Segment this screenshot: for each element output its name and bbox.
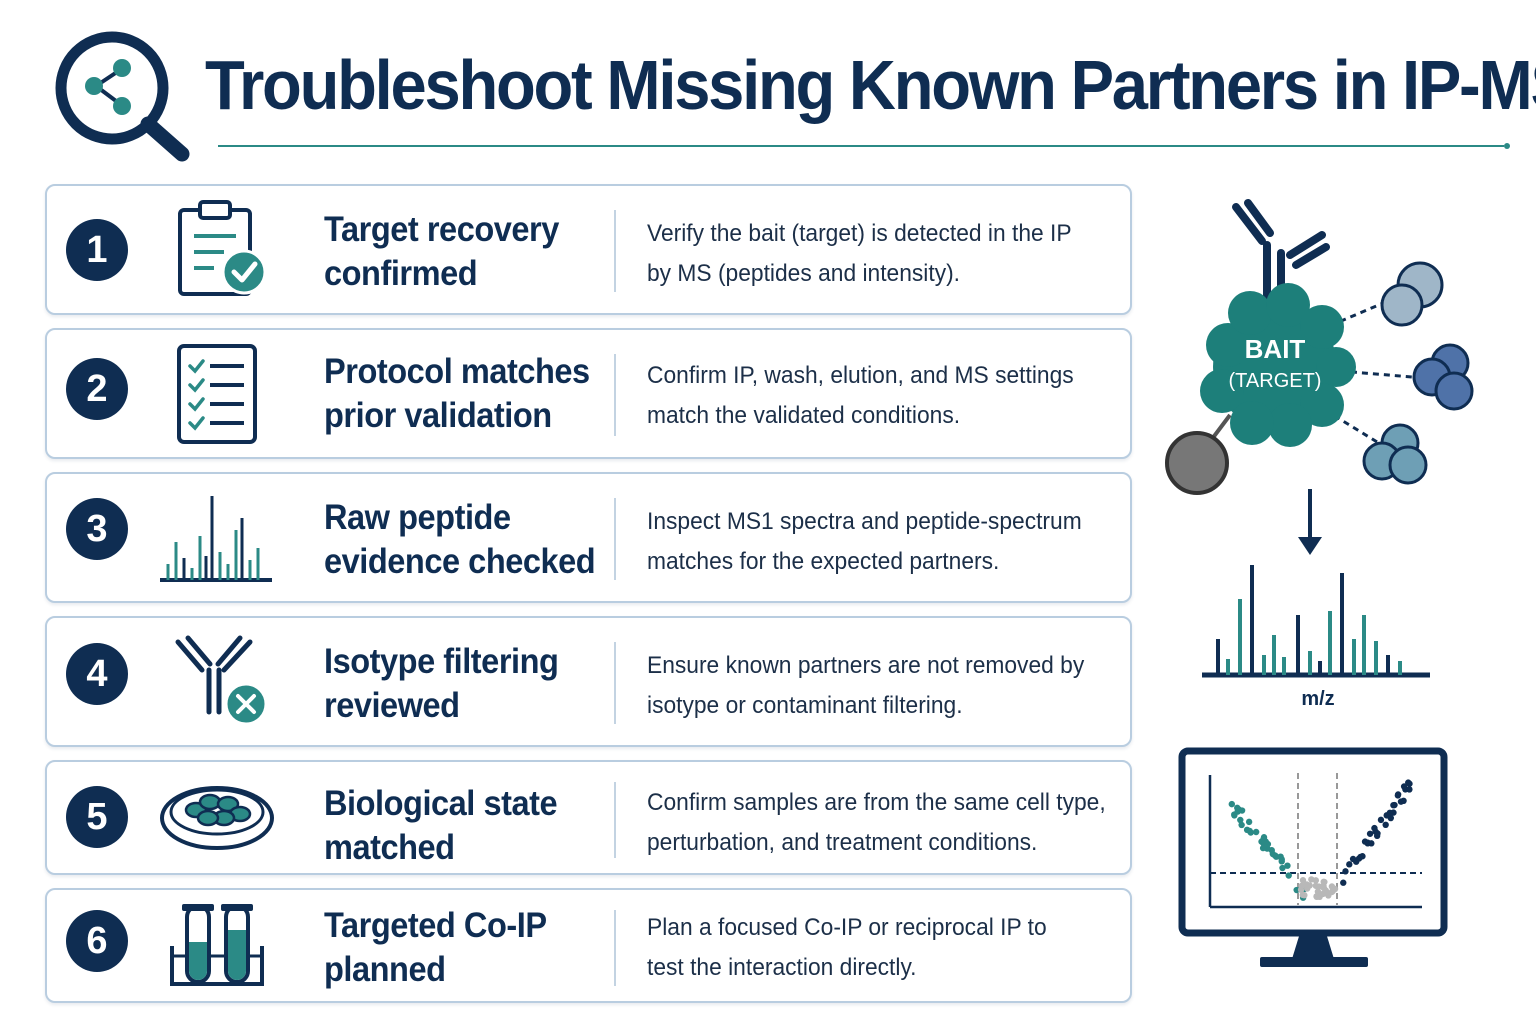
step-number-badge: 5 [66, 786, 128, 848]
volcano-dot [1340, 879, 1347, 886]
volcano-dot [1349, 855, 1357, 863]
antibody-icon [1232, 199, 1330, 301]
volcano-dot [1260, 839, 1268, 847]
partner-protein-blue [1412, 343, 1474, 411]
step-title-5: Biological state matched [324, 784, 558, 867]
volcano-dot [1246, 827, 1253, 835]
volcano-dots [1228, 779, 1413, 901]
volcano-dot [1374, 830, 1381, 837]
step-number-badge: 4 [66, 643, 128, 705]
volcano-dot [1314, 883, 1322, 891]
bait-protein-blob [1200, 283, 1356, 447]
volcano-dot [1231, 812, 1238, 819]
volcano-dot [1308, 876, 1315, 883]
step-description-4: Ensure known partners are not removed by… [647, 652, 1085, 719]
volcano-dot [1228, 800, 1236, 808]
step-divider [614, 354, 616, 436]
volcano-dot [1279, 864, 1286, 872]
volcano-dot [1237, 816, 1244, 824]
partner-protein-grey [1165, 431, 1229, 495]
bait-sublabel: (TARGET) [1229, 370, 1322, 392]
volcano-dot [1328, 888, 1335, 896]
bait-label: BAIT [1245, 334, 1306, 364]
step-title-6: Targeted Co-IP planned [324, 906, 547, 989]
volcano-dot [1259, 844, 1267, 852]
clipboard-check-icon [178, 200, 267, 296]
volcano-dot [1260, 834, 1268, 841]
ms-spectrum: m/z [1202, 565, 1430, 705]
volcano-dot [1273, 853, 1280, 860]
step-number-badge: 2 [66, 358, 128, 420]
step-description-6: Plan a focused Co-IP or reciprocal IP to… [647, 914, 1047, 981]
volcano-dot [1382, 821, 1389, 829]
step-number-badge: 1 [66, 219, 128, 281]
page-title: Troubleshoot Missing Known Partners in I… [205, 46, 1536, 124]
volcano-dot [1313, 893, 1321, 901]
step-divider [614, 642, 616, 724]
step-card-5: 5 Biological state matched Confirm sampl… [45, 760, 1132, 875]
spectrum-axis-label: m/z [1301, 688, 1334, 705]
volcano-dot [1278, 858, 1285, 865]
volcano-dot [1299, 877, 1307, 884]
volcano-dot [1390, 801, 1397, 809]
volcano-dot [1284, 862, 1291, 869]
volcano-dot [1321, 878, 1328, 886]
arrow-down-icon [1298, 489, 1322, 555]
volcano-dot [1342, 868, 1349, 875]
step-title-4: Isotype filtering reviewed [324, 642, 559, 725]
volcano-dot [1346, 861, 1353, 868]
volcano-dot [1366, 830, 1374, 837]
volcano-dot [1298, 882, 1306, 889]
step-card-2: 2 Protocol matches prior validation Conf… [45, 328, 1132, 459]
volcano-dot [1387, 814, 1394, 822]
volcano-dot [1397, 798, 1405, 805]
volcano-dot [1361, 838, 1369, 845]
volcano-dot [1238, 821, 1245, 829]
volcano-dot [1268, 847, 1275, 854]
volcano-dot [1245, 818, 1253, 826]
petri-dish-cells-icon [160, 786, 274, 850]
step-description-2: Confirm IP, wash, elution, and MS settin… [647, 362, 1074, 429]
step-divider [614, 910, 616, 986]
volcano-dot [1252, 828, 1260, 836]
checklist-icon [177, 344, 257, 444]
volcano-dot [1304, 885, 1311, 892]
step-card-6: 6 Targeted Co-IP planned Plan a focused … [45, 888, 1132, 1003]
volcano-dot [1314, 888, 1322, 895]
volcano-dot [1359, 853, 1366, 860]
volcano-dot [1285, 872, 1292, 879]
volcano-dot [1405, 779, 1412, 786]
title-underline [218, 143, 1510, 149]
step-title-1: Target recovery confirmed [324, 210, 559, 293]
step-number-badge: 3 [66, 498, 128, 560]
test-tubes-icon [170, 904, 264, 986]
step-card-3: 3 Raw peptide evidence checked Inspect M… [45, 472, 1132, 603]
volcano-dot [1377, 816, 1385, 824]
step-card-4: 4 Isotype filtering reviewed Ensure know… [45, 616, 1132, 747]
volcano-dot [1394, 791, 1402, 798]
step-card-1: 1 Target recovery confirmed Verify the b… [45, 184, 1132, 315]
step-divider [614, 498, 616, 580]
bait-complex-illustration: BAIT (TARGET) [1165, 199, 1474, 705]
step-divider [614, 782, 616, 858]
volcano-dot [1301, 891, 1308, 899]
volcano-dot [1235, 806, 1243, 813]
spectrum-bars-icon [160, 496, 272, 582]
antibody-x-icon [175, 635, 268, 726]
step-description-5: Confirm samples are from the same cell t… [647, 789, 1106, 856]
step-title-2: Protocol matches prior validation [324, 352, 590, 435]
step-description-3: Inspect MS1 spectra and peptide-spectrum… [647, 508, 1082, 575]
partner-protein-light [1380, 261, 1444, 327]
step-description-1: Verify the bait (target) is detected in … [647, 220, 1072, 287]
step-title-3: Raw peptide evidence checked [324, 498, 596, 581]
partner-protein-teal [1362, 423, 1428, 485]
magnifier-network-icon [55, 31, 190, 162]
volcano-dot [1406, 786, 1413, 793]
step-divider [614, 210, 616, 292]
monitor-volcano-plot-icon [1178, 747, 1448, 967]
volcano-dot [1386, 809, 1394, 816]
step-number-badge: 6 [66, 910, 128, 972]
volcano-dot [1368, 840, 1375, 847]
